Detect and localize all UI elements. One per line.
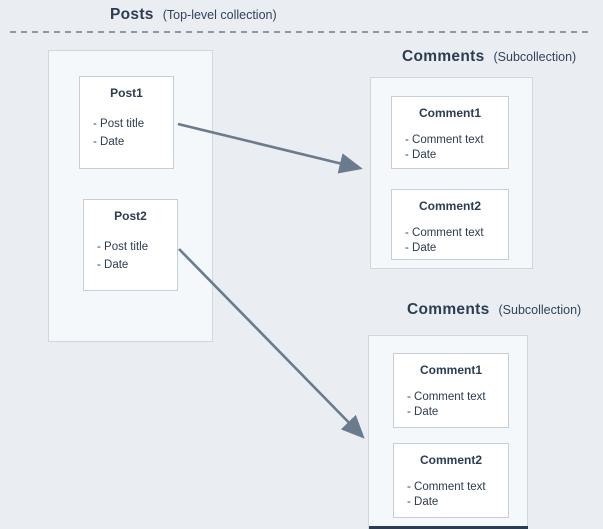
comments2-title: Comments (407, 301, 490, 318)
comments1-subtitle: (Subcollection) (493, 50, 577, 64)
comments2-comment2-card: Comment2 - Comment text - Date (393, 443, 509, 518)
comment2-fields: - Comment text - Date (392, 226, 508, 255)
comments1-section-header: Comments (Subcollection) (402, 48, 576, 66)
post2-fields: - Post title - Date (84, 238, 177, 274)
comments2-comment1-card: Comment1 - Comment text - Date (393, 353, 509, 428)
posts-subtitle: (Top-level collection) (162, 8, 277, 22)
comments2-subtitle: (Subcollection) (498, 303, 582, 317)
comment2-title: Comment2 (418, 199, 481, 213)
field-item: - Comment text (407, 481, 486, 493)
comment1-fields: - Comment text - Date (392, 133, 508, 162)
post2-title: Post2 (114, 209, 147, 223)
field-item: - Date (407, 495, 439, 508)
comments2-section-header: Comments (Subcollection) (407, 301, 581, 319)
field-item: - Post title (93, 118, 145, 130)
post1-fields: - Post title - Date (80, 115, 173, 151)
posts-collection-container: Post1 - Post title - Date Post2 - Post t… (48, 50, 213, 342)
field-item: - Post title (97, 241, 149, 253)
comments2-collection-container: Comment1 - Comment text - Date Comment2 … (368, 335, 528, 529)
top-divider-dashed-line (10, 31, 592, 33)
field-item: - Date (407, 405, 439, 418)
field-item: - Comment text (407, 391, 486, 403)
field-item: - Date (405, 241, 437, 254)
post1-document-card: Post1 - Post title - Date (79, 76, 174, 169)
post2-document-card: Post2 - Post title - Date (83, 199, 178, 291)
comments1-collection-container: Comment1 - Comment text - Date Comment2 … (370, 77, 533, 269)
comment2-title: Comment2 (419, 453, 482, 467)
posts-title: Posts (110, 6, 154, 23)
field-item: - Comment text (405, 134, 484, 146)
field-item: - Date (405, 148, 437, 161)
comment1-title: Comment1 (419, 363, 482, 377)
comment2-fields: - Comment text - Date (394, 480, 508, 509)
comment1-fields: - Comment text - Date (394, 390, 508, 419)
posts-section-header: Posts (Top-level collection) (110, 6, 277, 24)
comments1-title: Comments (402, 48, 485, 65)
post1-title: Post1 (110, 86, 143, 100)
clipped-bottom-bar (369, 526, 528, 529)
field-item: - Comment text (405, 227, 484, 239)
field-item: - Date (93, 136, 125, 148)
comments1-comment2-card: Comment2 - Comment text - Date (391, 189, 509, 260)
comments1-comment1-card: Comment1 - Comment text - Date (391, 96, 509, 169)
comment1-title: Comment1 (418, 106, 481, 120)
field-item: - Date (97, 259, 129, 271)
